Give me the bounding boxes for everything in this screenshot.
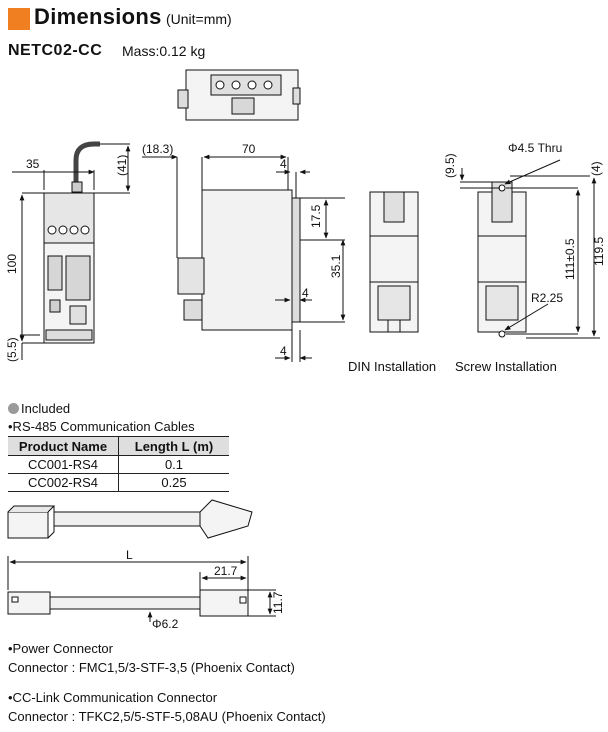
cable-length-label: L	[126, 548, 133, 562]
cable-dim-view	[7, 556, 276, 622]
din-view	[369, 191, 419, 333]
dim-119-5: 119.5	[592, 237, 606, 266]
table-cell-product: CC001-RS4	[8, 455, 119, 474]
page-title: Dimensions	[34, 4, 162, 29]
dim-17-5: 17.5	[309, 204, 323, 228]
dim-41: (41)	[115, 155, 129, 176]
dim-4-mid: 4	[302, 286, 309, 300]
mass-label: Mass:0.12 kg	[122, 43, 206, 59]
title-marker	[8, 8, 30, 30]
dim-5-5: (5.5)	[5, 337, 19, 362]
dim-35: 35	[26, 157, 40, 171]
power-connector-heading: •Power Connector	[8, 641, 113, 656]
dim-111: 111±0.5	[563, 238, 577, 280]
included-text: Included	[21, 401, 71, 416]
cclink-connector-heading: •CC-Link Communication Connector	[8, 690, 218, 705]
screw-caption: Screw Installation	[455, 359, 557, 374]
dim-4-top: 4	[280, 157, 287, 171]
front-view	[12, 141, 131, 360]
dim-9-5: (9.5)	[443, 153, 457, 178]
dim-r2-25: R2.25	[531, 291, 563, 305]
table-cell-length: 0.25	[118, 473, 229, 492]
cclink-connector-value: Connector : TFKC2,5/5-STF-5,08AU (Phoeni…	[8, 709, 326, 724]
included-label: Included	[8, 401, 70, 416]
unit-label: (Unit=mm)	[166, 11, 232, 27]
dim-11-7: 11.7	[271, 591, 285, 614]
dim-100: 100	[5, 254, 19, 274]
dim-phi: Φ6.2	[152, 617, 179, 631]
table-row: CC002-RS4 0.25	[8, 473, 229, 492]
table-header-product: Product Name	[8, 436, 119, 456]
side-view	[142, 154, 346, 362]
top-view	[177, 69, 301, 121]
table-header-row: Product Name Length L (m)	[8, 436, 229, 456]
dim-thru: Φ4.5 Thru	[508, 141, 562, 155]
cable-iso-view	[7, 499, 253, 539]
model-name: NETC02-CC	[8, 42, 103, 59]
cables-heading: •RS-485 Communication Cables	[8, 419, 195, 434]
dim-18-3: (18.3)	[142, 142, 173, 156]
dim-21-7: 21.7	[214, 564, 238, 578]
screw-view	[459, 159, 600, 339]
table-header-length: Length L (m)	[118, 436, 229, 456]
dim-70: 70	[242, 142, 256, 156]
dim-35-1: 35.1	[329, 254, 343, 278]
table-cell-length: 0.1	[118, 455, 229, 474]
dim-4-right: (4)	[589, 161, 603, 176]
dim-4-bottom: 4	[280, 344, 287, 358]
table-cell-product: CC002-RS4	[8, 473, 119, 492]
table-row: CC001-RS4 0.1	[8, 455, 229, 474]
included-dot-icon	[8, 403, 19, 414]
power-connector-value: Connector : FMC1,5/3-STF-3,5 (Phoenix Co…	[8, 660, 295, 675]
cable-table: Product Name Length L (m) CC001-RS4 0.1 …	[8, 436, 229, 492]
din-caption: DIN Installation	[348, 359, 436, 374]
